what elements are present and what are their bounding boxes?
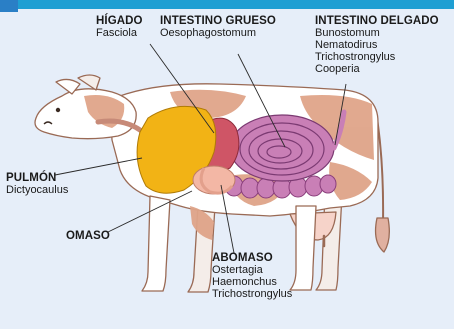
label-title: INTESTINO DELGADO bbox=[315, 15, 439, 27]
label-title: HÍGADO bbox=[96, 15, 143, 27]
parasite-name: Fasciola bbox=[96, 27, 143, 39]
label-title: INTESTINO GRUESO bbox=[160, 15, 276, 27]
label-title: OMASO bbox=[66, 230, 110, 242]
label-omaso: OMASO bbox=[66, 230, 110, 242]
parasite-name: Oesophagostomum bbox=[160, 27, 276, 39]
label-higado: HÍGADO Fasciola bbox=[96, 15, 143, 39]
parasite-name: Nematodirus bbox=[315, 39, 439, 51]
parasite-name: Trichostrongylus bbox=[212, 288, 292, 300]
eye-icon bbox=[56, 108, 60, 112]
label-title: PULMÓN bbox=[6, 172, 68, 184]
parasite-name: Trichostrongylus bbox=[315, 51, 439, 63]
parasite-name: Bunostomum bbox=[315, 27, 439, 39]
label-title: ABOMASO bbox=[212, 252, 292, 264]
parasite-name: Ostertagia bbox=[212, 264, 292, 276]
label-intestino-delgado: INTESTINO DELGADO Bunostomum Nematodirus… bbox=[315, 15, 439, 75]
label-pulmon: PULMÓN Dictyocaulus bbox=[6, 172, 68, 196]
parasite-name: Haemonchus bbox=[212, 276, 292, 288]
parasite-name: Dictyocaulus bbox=[6, 184, 68, 196]
label-intestino-grueso: INTESTINO GRUESO Oesophagostomum bbox=[160, 15, 276, 39]
label-abomaso: ABOMASO Ostertagia Haemonchus Trichostro… bbox=[212, 252, 292, 300]
parasite-name: Cooperia bbox=[315, 63, 439, 75]
